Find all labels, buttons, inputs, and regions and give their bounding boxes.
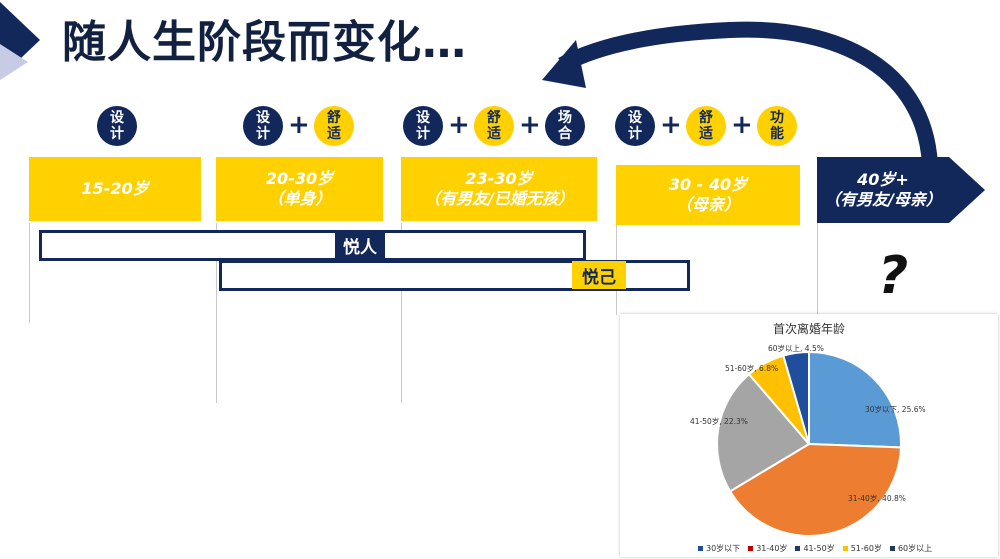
pie-slice (716, 372, 811, 493)
factor-circle: 功能 (757, 106, 797, 146)
slice-data-label: 31-40岁, 40.8% (848, 493, 906, 503)
legend-item: 30岁以下 (698, 543, 740, 554)
legend-label: 41-50岁 (803, 544, 835, 553)
legend-label: 51-60岁 (850, 544, 882, 553)
please-others-tag: 悦人 (335, 231, 385, 259)
chart-legend: 30岁以下 31-40岁 41-50岁 51-60岁 60岁以上 (698, 543, 932, 554)
legend-item: 51-60岁 (842, 543, 882, 554)
page-title: 随人生阶段而变化… (62, 17, 467, 68)
stage-40-plus-arrow-shape (817, 157, 985, 223)
legend-swatch (842, 546, 848, 551)
stage-20-30: 20-30岁 （单身） (216, 157, 383, 221)
slice-data-label: 60岁以上, 4.5% (768, 343, 824, 353)
factor-circle: 设计 (97, 106, 137, 146)
stage-23-30: 23-30岁 （有男友/已婚无孩） (401, 157, 597, 221)
stage-age-label: 23-30岁 (465, 169, 533, 188)
pie-chart: 30岁以下, 25.6% 31-40岁, 40.8% 41-50岁, 22.3% 51… (690, 343, 926, 537)
plus-sign: + (660, 110, 682, 140)
divider-line (216, 223, 217, 403)
stage-age-label: 40岁+ (857, 170, 909, 189)
legend-item: 41-50岁 (795, 543, 835, 554)
stage-status-label: （母亲） (675, 195, 740, 214)
factor-circle: 场合 (545, 106, 585, 146)
stage-age-label: 20-30岁 (265, 169, 334, 188)
legend-item: 31-40岁 (748, 543, 787, 554)
legend-swatch (698, 546, 703, 551)
legend-label: 60岁以上 (897, 544, 933, 553)
legend-swatch (795, 546, 801, 551)
divider-line (29, 223, 30, 323)
slice-data-label: 51-60岁, 6.8% (725, 363, 778, 373)
stage-status-label: （单身） (267, 189, 332, 208)
stage-40-plus: 40岁+ （有男友/母亲） (817, 157, 949, 223)
factor-circle: 设计 (615, 106, 655, 146)
factor-circle: 设计 (403, 106, 443, 146)
pie-slice (808, 350, 902, 449)
pie-slice (728, 442, 902, 537)
divorce-age-chart: 首次离婚年龄 30岁以下, 25.6% 31-40岁, 40.8% 41-50岁, … (620, 314, 998, 557)
legend-swatch (748, 546, 754, 551)
factor-circle: 设计 (243, 106, 283, 146)
divider-line (817, 223, 818, 315)
stage-15-20: 15-20岁 (29, 157, 201, 221)
header-arrow-decoration (0, 2, 40, 80)
please-others-bar (39, 230, 586, 261)
divider-line (401, 223, 402, 403)
plus-sign: + (448, 110, 470, 140)
please-self-tag: 悦己 (572, 261, 626, 289)
legend-label: 31-40岁 (756, 544, 788, 553)
factor-circle: 舒适 (314, 106, 354, 146)
plus-sign: + (288, 110, 310, 140)
curved-return-arrow (542, 21, 938, 166)
stage-status-label: （有男友/已婚无孩） (424, 189, 574, 208)
pie-slice (782, 350, 810, 445)
chart-title: 首次离婚年龄 (772, 322, 845, 336)
stage-age-label: 15-20岁 (81, 179, 149, 198)
factor-circle: 舒适 (686, 106, 726, 146)
slice-data-label: 30岁以下, 25.6% (865, 404, 926, 414)
legend-swatch (889, 546, 895, 551)
plus-sign: + (519, 110, 541, 140)
slice-data-label: 41-50岁, 22.3% (690, 416, 748, 426)
legend-label: 30岁以下 (706, 544, 741, 553)
stage-30-40: 30 - 40岁 （母亲） (616, 165, 800, 225)
stage-age-label: 30 - 40岁 (668, 175, 748, 194)
plus-sign: + (731, 110, 753, 140)
legend-item: 60岁以上 (889, 543, 933, 554)
factor-circle: 舒适 (474, 106, 514, 146)
stage-status-label: （有男友/母亲） (824, 190, 942, 209)
question-mark: ? (878, 246, 909, 306)
